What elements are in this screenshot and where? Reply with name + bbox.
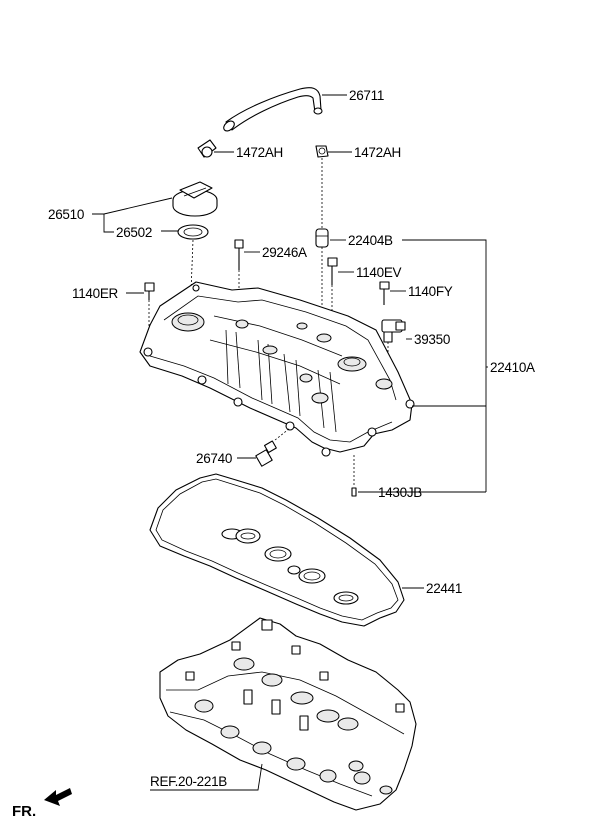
cap-gasket — [177, 224, 209, 240]
label-bolt-ev: 1140EV — [356, 265, 402, 280]
label-pin: 1430JB — [378, 485, 422, 500]
label-front: FR. — [12, 803, 36, 820]
hose-clamp-right — [315, 145, 329, 158]
label-clamp-left: 1472AH — [236, 145, 283, 160]
label-ref: REF.20-221B — [150, 774, 227, 789]
leader-lines — [92, 94, 488, 791]
label-stud-bolt: 29246A — [262, 245, 307, 260]
breather-hose — [223, 87, 323, 132]
label-cover-assy: 22410A — [490, 360, 535, 375]
label-pcv-fitting: 26740 — [196, 451, 232, 466]
front-arrow-icon — [44, 788, 72, 806]
label-bolt-er: 1140ER — [72, 286, 119, 301]
bolt-1140ev — [327, 257, 338, 332]
label-hose: 26711 — [349, 88, 384, 103]
callout-labels: 26711 1472AH 1472AH 26510 26502 29246A 2… — [12, 88, 535, 820]
label-cam-sensor: 39350 — [414, 332, 450, 347]
rocker-cover-gasket — [149, 473, 405, 627]
oil-filler-cap — [172, 181, 218, 217]
pcv-fitting — [255, 427, 291, 467]
bolt-1140fy — [379, 281, 390, 305]
label-bolt-fy: 1140FY — [408, 284, 453, 299]
label-pcv-valve: 22404B — [348, 233, 393, 248]
label-clamp-right: 1472AH — [354, 145, 401, 160]
pcv-valve — [315, 228, 329, 330]
dowel-pin — [351, 455, 357, 497]
label-cap-gasket: 26502 — [116, 225, 152, 240]
label-gasket: 22441 — [426, 581, 462, 596]
cam-position-sensor — [381, 319, 406, 380]
rocker-cover — [139, 281, 415, 457]
cylinder-head — [159, 617, 417, 811]
label-oil-cap: 26510 — [48, 207, 84, 222]
hose-clamp-left — [197, 139, 217, 158]
